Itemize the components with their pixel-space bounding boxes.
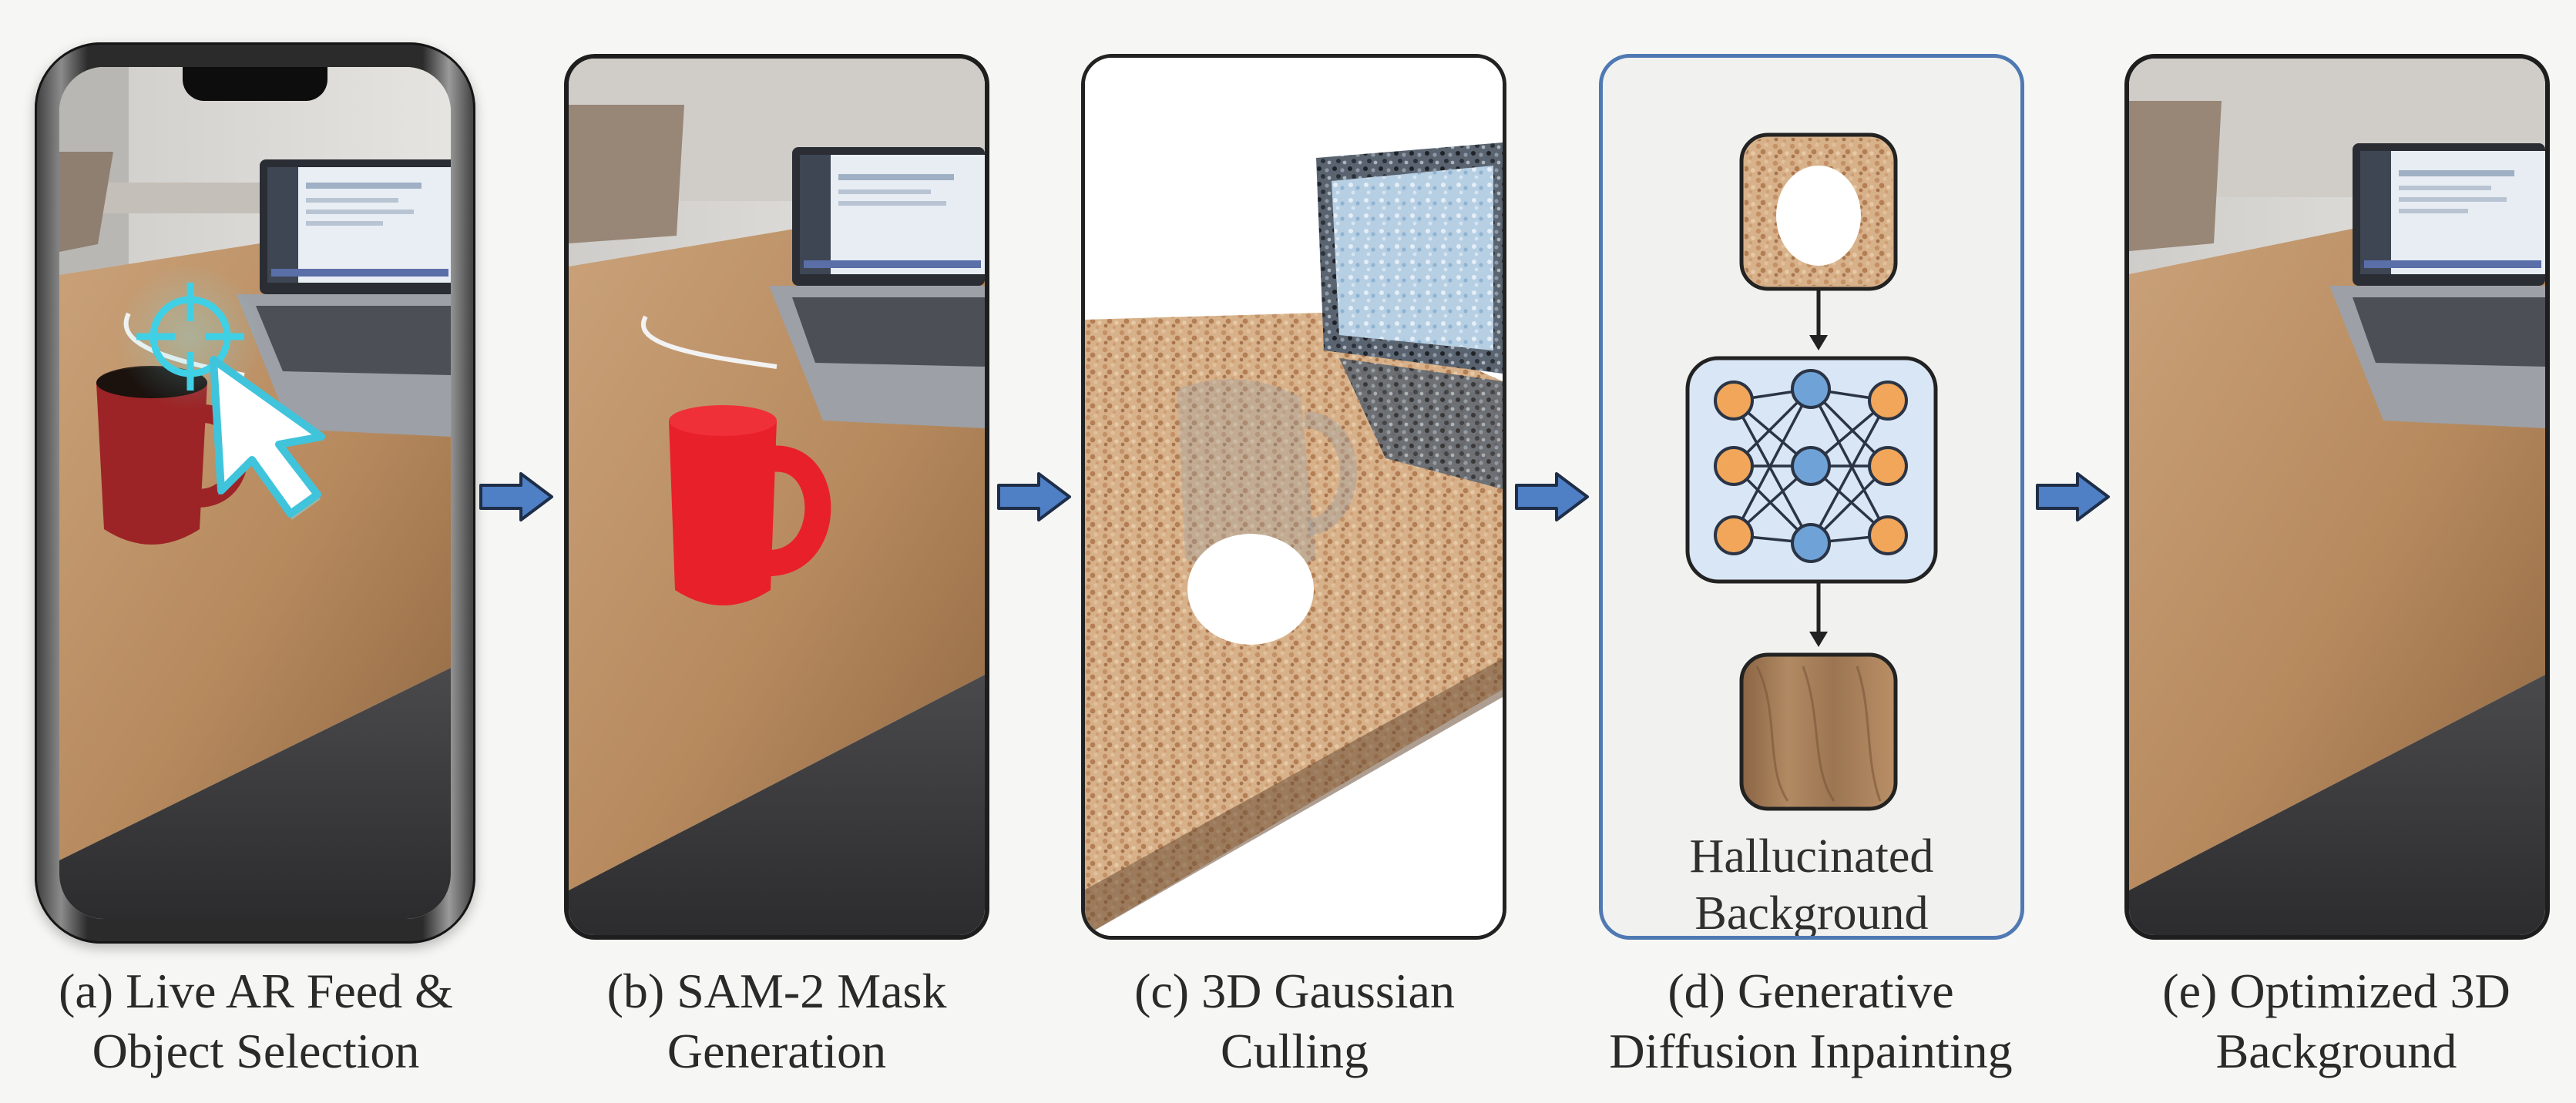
caption-d-line1: (d) Generative xyxy=(1668,964,1954,1018)
panel-e-optimized-background xyxy=(2124,54,2550,940)
caption-e-line2: Background xyxy=(2215,1024,2457,1078)
caption-c-line2: Culling xyxy=(1220,1024,1369,1078)
flow-arrow-icon xyxy=(479,472,553,521)
caption-a-line1: (a) Live AR Feed & xyxy=(59,964,453,1018)
caption-d-line2: Diffusion Inpainting xyxy=(1609,1024,2013,1078)
flow-arrow-icon xyxy=(2036,472,2110,521)
panel-d-diffusion: Hallucinated Background xyxy=(1599,54,2024,940)
cursor-arrow-icon xyxy=(210,356,325,520)
caption-e-line1: (e) Optimized 3D xyxy=(2162,964,2511,1018)
hallucinated-label-line2: Background xyxy=(1694,887,1929,940)
caption-a: (a) Live AR Feed & Object Selection xyxy=(9,961,502,1081)
caption-c-line1: (c) 3D Gaussian xyxy=(1134,964,1455,1018)
caption-b-line1: (b) SAM-2 Mask xyxy=(606,964,947,1018)
caption-d: (d) Generative Diffusion Inpainting xyxy=(1564,961,2057,1081)
flow-arrow-icon xyxy=(997,472,1071,521)
panel-c-gaussian-culling xyxy=(1081,54,1506,940)
hallucinated-background-label: Hallucinated Background xyxy=(1603,828,2020,940)
office-scene-b xyxy=(569,59,985,935)
hallucinated-label-line1: Hallucinated xyxy=(1689,830,1934,883)
caption-c: (c) 3D Gaussian Culling xyxy=(1048,961,1541,1081)
panel-a-phone xyxy=(35,42,475,944)
phone-screen xyxy=(59,67,451,919)
point-cloud-scene xyxy=(1085,58,1503,936)
caption-b-line2: Generation xyxy=(667,1024,887,1078)
caption-e: (e) Optimized 3D Background xyxy=(2090,961,2576,1081)
neural-network-icon xyxy=(1714,369,1908,563)
diffusion-pipeline xyxy=(1685,132,1938,811)
phone-notch xyxy=(183,67,327,101)
panel-b-mask-image xyxy=(564,54,989,940)
office-scene-e xyxy=(2129,59,2545,935)
caption-b: (b) SAM-2 Mask Generation xyxy=(530,961,1023,1081)
flow-arrow-icon xyxy=(1515,472,1589,521)
caption-a-line2: Object Selection xyxy=(92,1024,420,1078)
